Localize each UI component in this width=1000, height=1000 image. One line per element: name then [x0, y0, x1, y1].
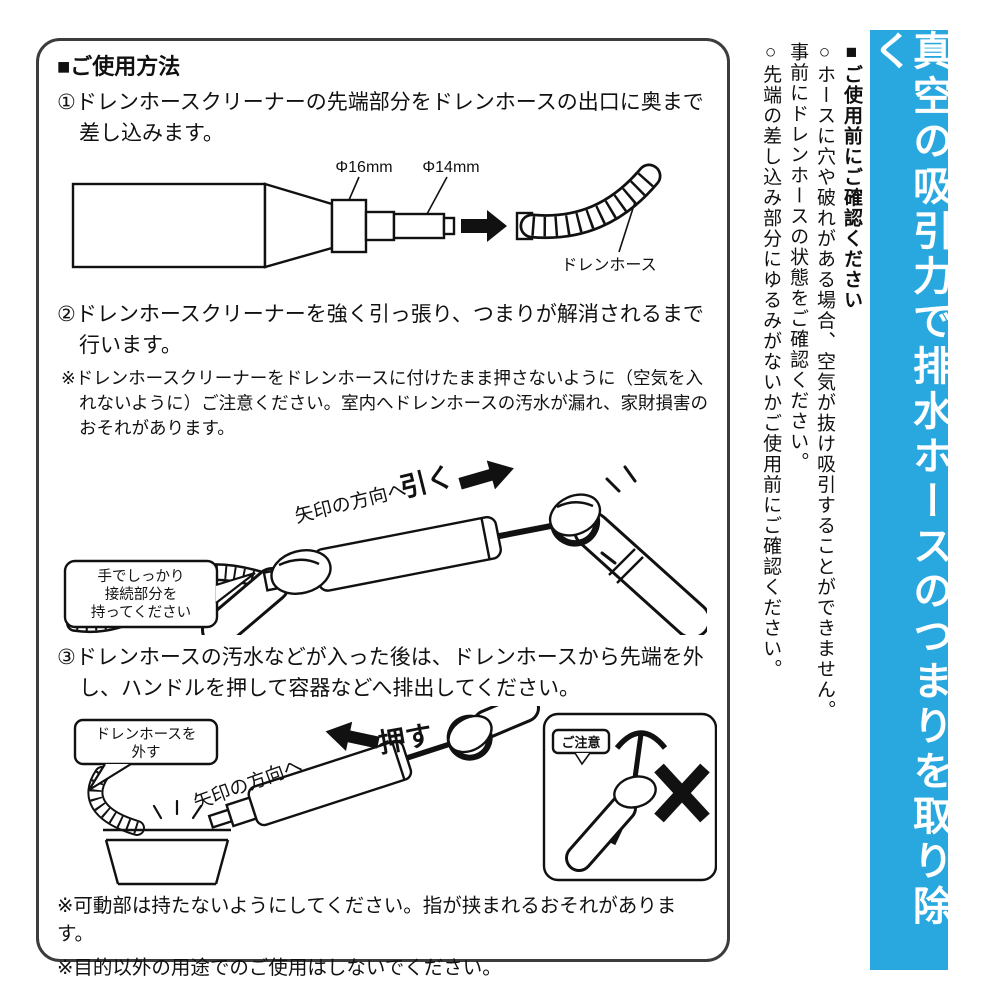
footnote-2: ※目的以外の用途でのご使用はしないでください。: [57, 957, 502, 980]
bucket-drawing: [103, 828, 231, 886]
pull-direction-label: 矢印の方向へ: [293, 478, 409, 527]
x-mark-icon: [654, 763, 710, 823]
right-arm-drawing: [573, 510, 707, 635]
phi14-label: Φ14mm: [422, 159, 479, 176]
left-thumb-line: [278, 558, 320, 566]
pull-action-label: 引く: [397, 461, 457, 503]
pre-use-notes: ■ご使用前にご確認ください ○ホースに穴や破れがある場合、空気が抜け吸引すること…: [744, 42, 864, 962]
splash-marks: [152, 799, 203, 820]
drain-hose-drawing: [515, 163, 662, 240]
bubble-line: 手でしっかり: [98, 568, 185, 585]
drain-hose-label: ドレンホース: [561, 257, 656, 274]
hold-connection-bubble: 手でしっかり 接続部分を 持ってください: [63, 559, 256, 628]
step2-text: ②ドレンホースクリーナーを強く引っ張り、つまりが解消されるまで行います。: [57, 302, 704, 357]
wrong-grip-drawing: [565, 730, 668, 872]
push-direction-arrow-icon: [325, 721, 380, 751]
left-arm-drawing: [201, 566, 290, 635]
pre-use-title: ■ご使用前にご確認ください: [841, 42, 862, 311]
pre-use-line: ○先端の差し込み部分にゆるみがないかご使用前にご確認ください。: [760, 42, 782, 680]
step2-note: ※ドレンホースクリーナーをドレンホースに付けたまま押さないように（空気を入れない…: [61, 367, 708, 438]
diagram-pull-handle: 矢印の方向へ 引く 手でしっかり 接続部分を 持ってください: [63, 460, 707, 635]
footnote-1: ※可動部は持たないようにしてください。指が挟まれるおそれがあります。: [57, 894, 677, 946]
slogan-banner: 真空の吸引力で排水ホースのつまりを取り除く: [867, 30, 951, 970]
right-thumb-line: [556, 500, 594, 508]
usage-title: ■ご使用方法: [57, 54, 181, 79]
slogan-text: 真空の吸引力で排水ホースのつまりを取り除く: [867, 30, 951, 930]
caution-inset: ご注意: [542, 712, 717, 882]
usage-instructions-panel: ■ご使用方法 ①ドレンホースクリーナーの先端部分をドレンホースの出口に奥まで差し…: [36, 38, 730, 979]
hose-cleaner-drawing: [71, 181, 456, 269]
step3-text: ③ドレンホースの汚水などが入った後は、ドレンホースから先端を外し、ハンドルを押し…: [57, 645, 704, 700]
insert-direction-arrow-icon: [461, 209, 507, 242]
bubble-line: 接続部分を: [105, 586, 178, 603]
pre-use-line: 事前にドレンホースの状態をご確認ください。: [787, 42, 809, 473]
hose-leader-line: [618, 201, 636, 252]
step1-text: ①ドレンホースクリーナーの先端部分をドレンホースの出口に奥まで差し込みます。: [57, 91, 704, 146]
motion-marks: [600, 465, 637, 565]
phi16-label: Φ16mm: [335, 159, 392, 176]
pre-use-line: ○ホースに穴や破れがある場合、空気が抜け吸引することができません。: [814, 42, 836, 721]
caution-label: ご注意: [561, 735, 600, 750]
diagram-insert-tip: Φ16mm Φ14mm ドレンホース: [71, 159, 662, 274]
bubble-line: 持ってください: [91, 604, 191, 621]
bubble-line: ドレンホースを: [96, 726, 197, 743]
pull-direction-arrow-icon: [458, 460, 514, 490]
phi16-leader-line: [348, 176, 360, 200]
arm-drawing: [472, 705, 540, 739]
remove-hose-bubble: ドレンホースを 外す: [73, 718, 219, 791]
hand-drawing: [447, 714, 493, 754]
diagram-push-discharge: 押す 矢印の方向へ ドレンホースを 外す ご注意: [73, 705, 717, 886]
bubble-line: 外す: [132, 744, 161, 761]
phi14-leader-line: [426, 176, 448, 214]
